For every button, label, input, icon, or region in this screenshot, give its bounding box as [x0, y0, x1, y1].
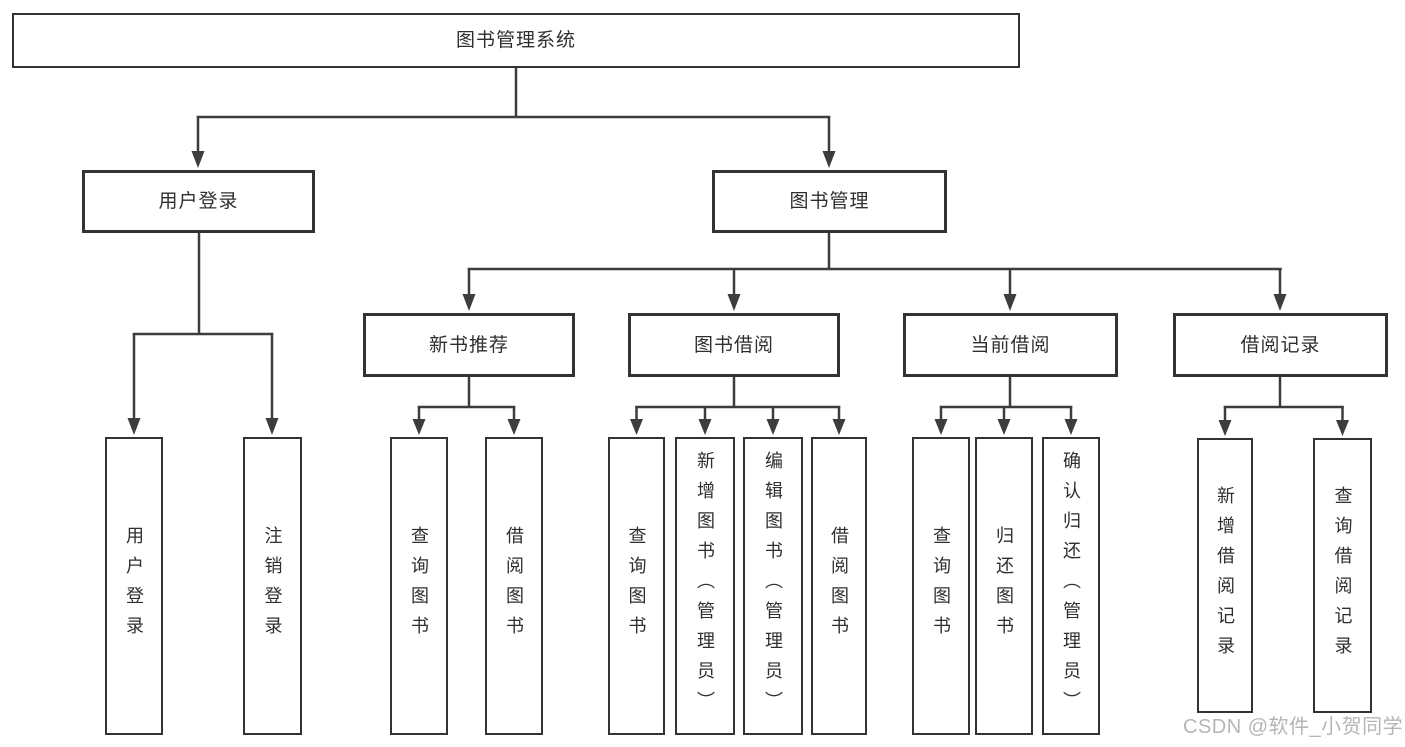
leaf-edit-books-admin: 编辑图书（管理员）: [743, 437, 803, 735]
node-user-login-branch: 用户登录: [82, 170, 315, 233]
connector-book-management-children: [462, 233, 1287, 311]
node-library-management-system: 图书管理系统: [12, 13, 1020, 68]
leaf-add-borrow-record: 新增借阅记录: [1197, 438, 1253, 713]
connector-book-borrowing-children: [630, 377, 846, 435]
leaf-logout-login: 注销登录: [243, 437, 302, 735]
leaf-query-books-recommend: 查询图书: [390, 437, 448, 735]
node-book-management: 图书管理: [712, 170, 947, 233]
connector-user-login-children: [127, 233, 279, 435]
leaf-confirm-return-admin: 确认归还（管理员）: [1042, 437, 1100, 735]
leaf-query-borrow-record: 查询借阅记录: [1313, 438, 1372, 713]
leaf-add-books-admin: 新增图书（管理员）: [675, 437, 735, 735]
node-current-borrowing: 当前借阅: [903, 313, 1118, 377]
leaf-borrow-books-borrowing: 借阅图书: [811, 437, 867, 735]
node-borrowing-records: 借阅记录: [1173, 313, 1388, 377]
connector-new-book-recommend-children: [412, 377, 521, 435]
csdn-watermark: CSDN @软件_小贺同学: [1183, 716, 1404, 738]
leaf-user-login: 用户登录: [105, 437, 163, 735]
connector-root-to-level2: [191, 68, 836, 168]
leaf-return-books: 归还图书: [975, 437, 1033, 735]
leaf-query-books-borrowing: 查询图书: [608, 437, 665, 735]
connector-current-borrowing-children: [934, 377, 1078, 435]
connector-borrowing-records-children: [1218, 377, 1349, 436]
leaf-query-books-current: 查询图书: [912, 437, 970, 735]
node-book-borrowing: 图书借阅: [628, 313, 840, 377]
node-new-book-recommend: 新书推荐: [363, 313, 575, 377]
leaf-borrow-books-recommend: 借阅图书: [485, 437, 543, 735]
